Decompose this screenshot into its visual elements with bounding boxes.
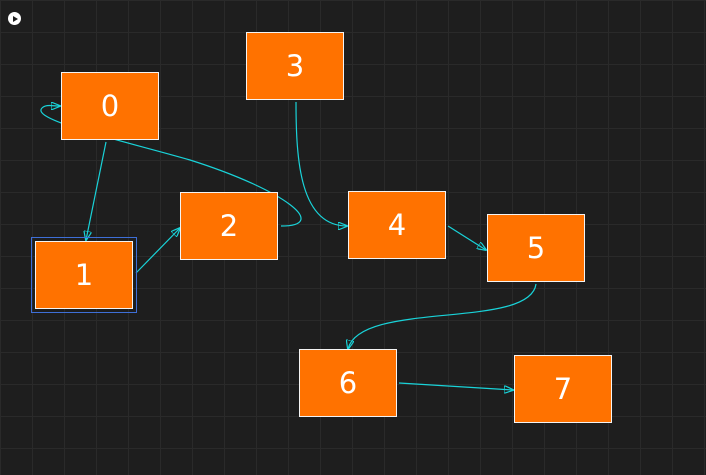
node-4[interactable]: 4	[348, 191, 446, 259]
edge-0-1[interactable]	[86, 141, 107, 240]
node-5[interactable]: 5	[487, 214, 585, 282]
node-2[interactable]: 2	[180, 192, 278, 260]
edge-4-5[interactable]	[447, 225, 486, 250]
node-1[interactable]: 1	[35, 241, 133, 309]
edge-6-7[interactable]	[398, 382, 513, 390]
node-7[interactable]: 7	[514, 355, 612, 423]
node-3[interactable]: 3	[246, 32, 344, 100]
node-0[interactable]: 0	[61, 72, 159, 140]
edge-5-6[interactable]	[348, 283, 537, 349]
play-icon[interactable]	[8, 12, 21, 25]
edge-1-2[interactable]	[135, 228, 180, 274]
edge-3-4[interactable]	[295, 101, 347, 226]
edge-2-0[interactable]	[40, 106, 302, 227]
node-6[interactable]: 6	[299, 349, 397, 417]
